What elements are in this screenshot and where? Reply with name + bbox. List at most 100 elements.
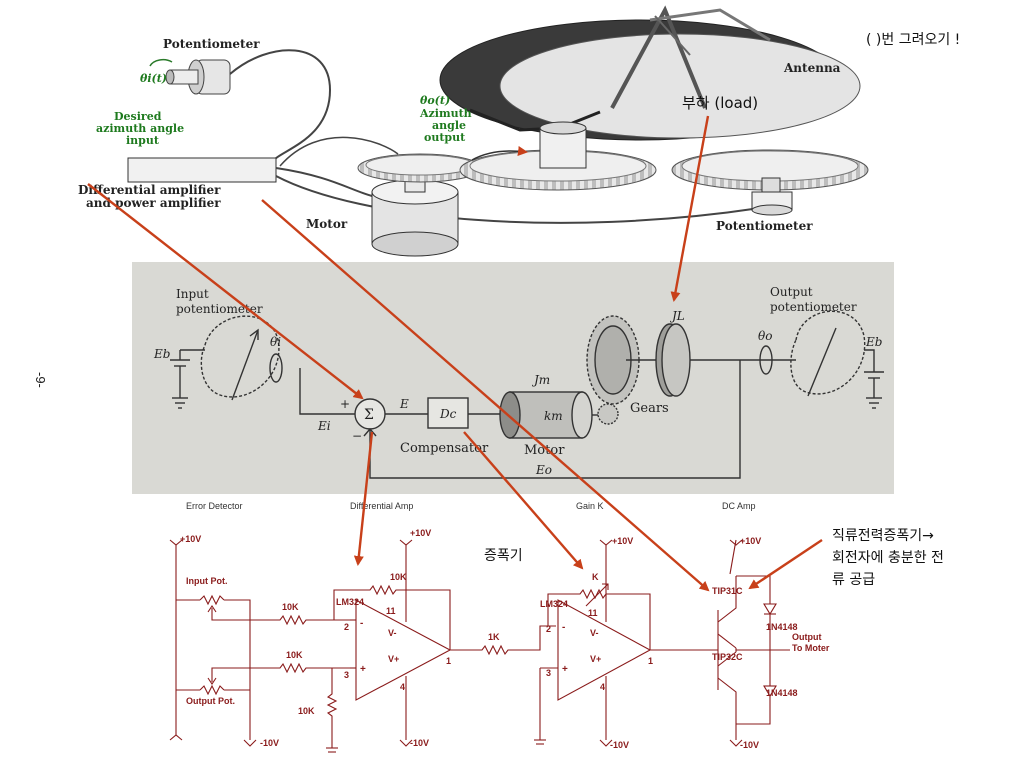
header-dc-amp: DC Amp (722, 501, 756, 511)
mid-label-minus: − (352, 429, 362, 443)
label-diff-amp-1: Differential amplifier (78, 183, 221, 197)
label-input-pot: Input Pot. (186, 576, 228, 586)
amplifier-box (127, 157, 277, 183)
label-n10v-1: -10V (260, 738, 279, 748)
instruction-text: ( )번 그려오기 ! (866, 32, 960, 48)
mid-label-eb-right: Eb (865, 335, 882, 349)
mid-label-eb-left: Eb (153, 347, 170, 361)
mid-label-eo: Eo (535, 463, 552, 477)
label-n10v-2: -10V (410, 738, 429, 748)
mid-label-gears: Gears (630, 401, 669, 416)
label-pin4-b: 4 (600, 682, 605, 692)
arrow-summer-to-diffamp (353, 431, 374, 566)
label-r10k-gnd: 10K (298, 706, 315, 716)
label-motor-top: Motor (306, 217, 348, 231)
label-pin11-b: 11 (588, 608, 598, 618)
mid-label-compensator: Compensator (400, 441, 489, 456)
mid-label-output-pot-2: potentiometer (770, 300, 857, 314)
label-p10v-2: +10V (410, 528, 431, 538)
label-p10v-3: +10V (612, 536, 633, 546)
arrow-load-to-jl (670, 115, 710, 302)
top-antenna-figure: -9- Potentiometer θi(t) Desired azimuth … (33, 5, 960, 388)
mid-label-input-pot-2: potentiometer (176, 302, 263, 316)
mid-label-theta-o: θo (758, 329, 772, 343)
annotation-arrows (87, 115, 823, 592)
label-azimuth-1: Azimuth (419, 107, 472, 120)
arrow-note-to-dcamp (748, 539, 823, 590)
input-potentiometer-illustration (149, 49, 332, 163)
label-minus-a: - (360, 618, 363, 629)
arrow-compensator-to-gain (463, 431, 584, 570)
label-output-2: To Moter (792, 643, 830, 653)
header-error-detector: Error Detector (186, 501, 243, 511)
mid-label-input-pot-1: Input (176, 287, 209, 301)
label-n10v-3: -10V (610, 740, 629, 750)
label-azimuth-2: angle (432, 119, 466, 132)
label-r10k-b: 10K (286, 650, 303, 660)
label-vminus-b: V- (590, 628, 599, 638)
label-pin4-a: 4 (400, 682, 405, 692)
label-p10v-1: +10V (180, 534, 201, 544)
mid-label-sigma: Σ (364, 407, 374, 423)
label-d2: 1N4148 (766, 688, 798, 698)
dc-amp-note-2: 회전자에 충분한 전 (832, 550, 944, 566)
header-gain-k: Gain K (576, 501, 604, 511)
label-k-pot: K (592, 572, 599, 582)
label-pin11-a: 11 (386, 606, 396, 616)
label-p10v-4: +10V (740, 536, 761, 546)
circuit-schematic: Error Detector Differential Amp Gain K D… (169, 501, 944, 753)
label-tip32c: TIP32C (712, 652, 743, 662)
header-diff-amp: Differential Amp (350, 501, 413, 511)
arrow-amp-to-tip31c (261, 199, 710, 592)
amplifier-korean-label: 증폭기 (484, 548, 523, 564)
motor-illustration (371, 167, 459, 257)
photo-background (132, 262, 894, 494)
label-azimuth-3: output (424, 131, 466, 144)
label-pin3-a: 3 (344, 670, 349, 680)
mid-label-jm: Jm (531, 373, 550, 387)
label-vplus-a: V+ (388, 654, 399, 664)
label-pin2-a: 2 (344, 622, 349, 632)
mid-label-e: E (399, 397, 409, 411)
label-load: 부하 (load) (682, 94, 758, 112)
output-potentiometer-illustration (751, 177, 793, 216)
mid-label-ei: Ei (317, 419, 331, 433)
label-vminus-a: V- (388, 628, 397, 638)
mid-label-theta-i: θi (270, 335, 281, 349)
label-plus-a: + (360, 664, 366, 675)
middle-block-diagram: Input potentiometer Eb θi + − Σ E Ei Dc … (132, 262, 894, 494)
mid-label-plus: + (340, 397, 350, 411)
label-potentiometer-in: Potentiometer (163, 37, 260, 51)
label-desired-3: input (126, 134, 160, 147)
label-theta-o: θo(t) (420, 94, 450, 107)
label-output-1: Output (792, 632, 822, 642)
mid-label-dc: Dc (439, 407, 457, 421)
mid-label-motor: Motor (524, 443, 565, 458)
label-pin2-b: 2 (546, 624, 551, 634)
label-diff-amp-2: and power amplifier (86, 196, 221, 210)
label-n10v-4: -10V (740, 740, 759, 750)
antenna-dish-illustration (439, 5, 861, 169)
mid-label-jl: JL (669, 309, 685, 323)
label-pin3-b: 3 (546, 668, 551, 678)
mid-label-output-pot-1: Output (770, 285, 813, 299)
label-lm324-b: LM324 (540, 599, 568, 609)
label-potentiometer-out: Potentiometer (716, 219, 813, 233)
label-output-pot: Output Pot. (186, 696, 235, 706)
label-antenna: Antenna (783, 61, 841, 75)
label-plus-b: + (562, 664, 568, 675)
mid-label-km: km (544, 409, 563, 423)
label-d1: 1N4148 (766, 622, 798, 632)
label-lm324-a: LM324 (336, 597, 364, 607)
label-r10k-a: 10K (282, 602, 299, 612)
label-desired-2: azimuth angle (96, 122, 184, 135)
label-r1k: 1K (488, 632, 500, 642)
label-tip31c: TIP31C (712, 586, 743, 596)
label-pin1-b: 1 (648, 656, 653, 666)
label-vplus-b: V+ (590, 654, 601, 664)
gears-illustration (357, 149, 869, 191)
dc-amp-note-1: 직류전력증폭기→ (832, 528, 934, 544)
label-pin1-a: 1 (446, 656, 451, 666)
label-theta-i: θi(t) (140, 72, 167, 85)
